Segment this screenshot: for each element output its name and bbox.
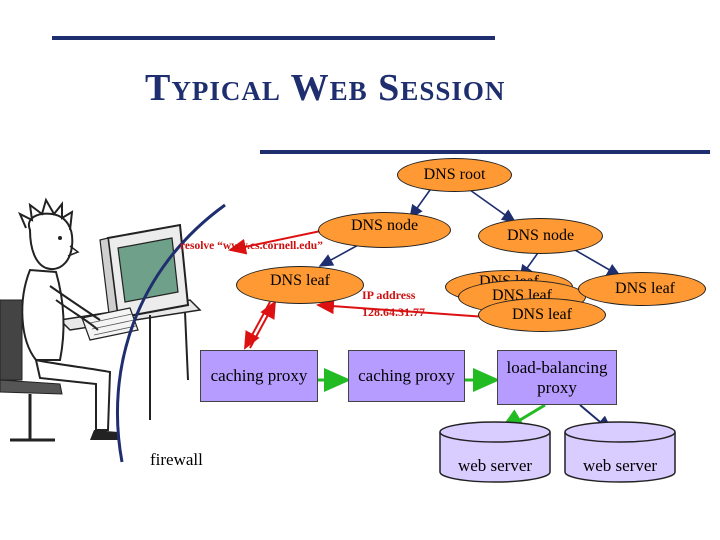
firewall-curve <box>115 203 226 463</box>
dns-leaf-stack-front: DNS leaf <box>478 298 606 332</box>
dns-node-right: DNS node <box>478 218 603 254</box>
slide-title: Typical Web Session <box>145 67 506 109</box>
caching-proxy-left: caching proxy <box>200 350 318 402</box>
web-server-left-label: web server <box>457 456 533 475</box>
web-server-left-cylinder <box>439 421 551 483</box>
user-at-computer-icon <box>0 197 202 442</box>
dns-leaf-right: DNS leaf <box>578 272 706 306</box>
caching-proxy-mid: caching proxy <box>348 350 465 402</box>
dns-node-left: DNS node <box>318 212 451 248</box>
bottom-rule <box>260 150 710 154</box>
ip-address-label: IP address <box>362 288 416 302</box>
dns-root-node: DNS root <box>397 158 512 192</box>
load-balancing-proxy: load-balancing proxy <box>497 350 617 405</box>
dns-leaf-left: DNS leaf <box>236 266 364 304</box>
web-server-right-cylinder <box>564 421 676 483</box>
top-rule <box>52 36 495 40</box>
ip-address-value: 128.64.31.77 <box>362 305 425 319</box>
firewall-label: firewall <box>150 450 203 469</box>
web-server-right-label: web server <box>582 456 658 475</box>
resolve-query-label: resolve “www.cs.cornell.edu” <box>180 240 323 252</box>
